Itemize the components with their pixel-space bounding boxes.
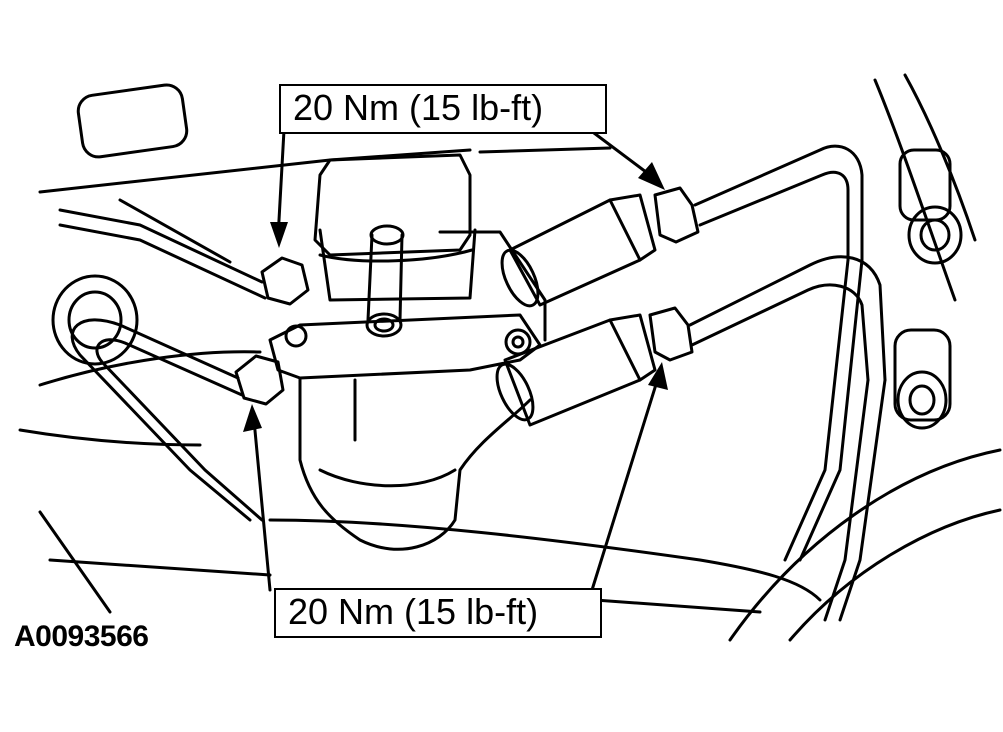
reservoir-stem-base-inner [373,317,395,333]
left-grommet-inner [67,290,123,350]
upper-left-tube-nut [260,256,310,306]
upper-valve-end [500,248,540,308]
upper-valve-neck [608,193,657,262]
lower-left-tube-nut [234,354,285,406]
lower-right-panel-edge [788,508,1002,642]
body-panel-line [268,518,822,602]
upper-right-tube-nut [653,186,700,244]
leader-line-bottom-right [590,376,660,592]
arrowhead-bottom-right [648,362,668,390]
mounting-stud-right-inner [511,335,525,349]
body-panel-line [593,598,762,614]
right-fitting-lower [893,328,952,422]
master-cylinder-body [268,313,542,380]
upper-left-brake-line [58,208,267,300]
right-fitting-upper-core [919,218,951,252]
cylinder-housing-lip [318,468,457,488]
mounting-stud-left [284,324,308,348]
right-fitting-lower-face [896,370,948,430]
torque-callout-top: 20 Nm (15 lb-ft) [279,84,607,134]
access-plug [76,83,189,159]
reservoir-band [318,248,474,263]
lower-valve-end [495,362,535,422]
right-fitting-upper [898,148,952,222]
leader-line-bottom-left [252,418,272,592]
body-panel-line [18,428,202,447]
lower-left-brake-line [70,318,264,522]
lower-valve-neck [608,313,657,382]
lower-right-panel [728,448,1002,642]
body-panel-line [118,198,232,264]
right-fitting-upper-face [907,205,963,265]
upper-right-brake-line-down [783,258,864,562]
upper-right-brake-line [693,144,864,262]
reservoir [313,153,472,257]
arrowhead-top-left [270,222,288,248]
arrowhead-bottom-left [243,404,262,432]
reservoir-stem [366,233,404,322]
body-panel-line [48,558,272,577]
cylinder-housing [298,376,532,551]
master-cylinder-flange [438,230,547,342]
left-grommet [51,274,139,366]
lower-valve-body [503,318,642,427]
leader-line-top-left [276,128,286,240]
torque-callout-bottom: 20 Nm (15 lb-ft) [274,588,602,638]
right-fitting-lower-core [908,384,936,416]
reservoir-stem-top [369,224,405,246]
lower-right-brake-line [688,255,887,382]
lower-right-brake-line-down [823,378,887,622]
body-panel-line [873,78,957,302]
arrowhead-top-right [638,162,665,190]
body-panel-line [478,146,612,154]
reservoir-stem-base [365,312,403,338]
leader-line-top-right [588,128,652,177]
lower-right-tube-nut [648,306,694,362]
upper-valve-body [508,198,642,307]
figure-id-label: A0093566 [14,620,149,653]
